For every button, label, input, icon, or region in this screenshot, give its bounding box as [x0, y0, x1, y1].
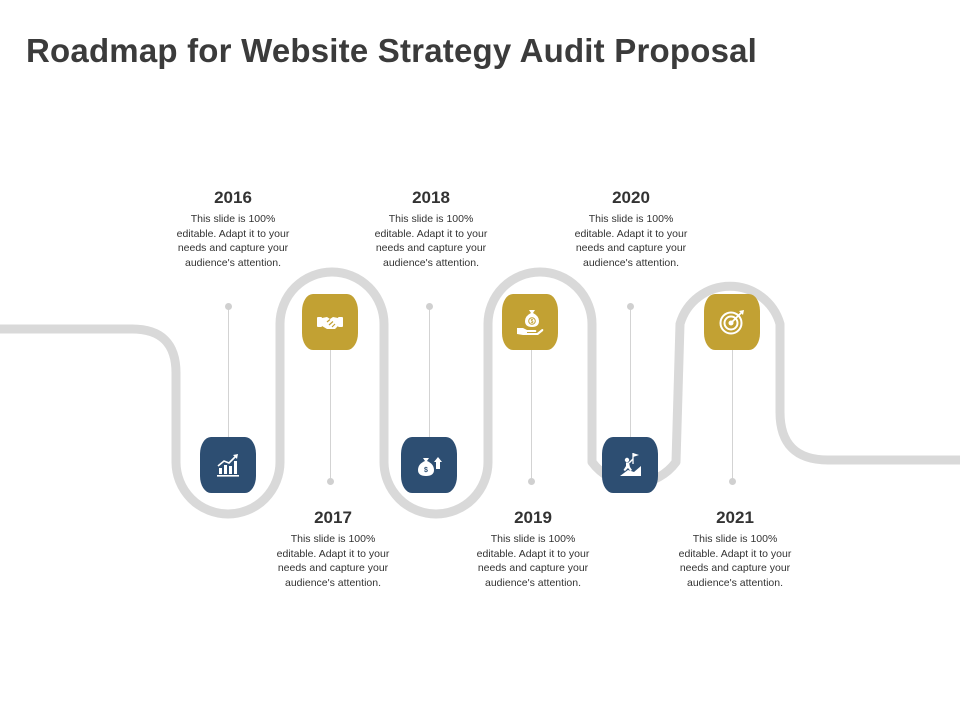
handshake-icon	[317, 317, 343, 329]
milestone-2020: 2020 This slide is 100% editable. Adapt …	[566, 188, 696, 270]
milestone-year: 2018	[412, 188, 450, 207]
milestone-2021: 2021 This slide is 100% editable. Adapt …	[670, 508, 800, 590]
connector-dot-2017	[327, 478, 334, 485]
slide-title: Roadmap for Website Strategy Audit Propo…	[26, 32, 758, 69]
milestone-description: This slide is 100% editable. Adapt it to…	[574, 213, 688, 269]
connector-dot-2019	[528, 478, 535, 485]
milestone-year: 2019	[514, 508, 552, 527]
milestone-year: 2021	[716, 508, 754, 527]
connector-dot-2018	[426, 303, 433, 310]
connector-stem-2018	[429, 307, 430, 437]
target-icon	[719, 310, 744, 335]
milestone-2017: 2017 This slide is 100% editable. Adapt …	[268, 508, 398, 590]
connector-dot-2021	[729, 478, 736, 485]
milestone-year: 2017	[314, 508, 352, 527]
connector-dot-2016	[225, 303, 232, 310]
svg-text:$: $	[424, 467, 428, 474]
milestone-description: This slide is 100% editable. Adapt it to…	[374, 213, 488, 269]
growth-chart-icon	[217, 454, 239, 477]
hand-coin-bag-icon: $	[517, 310, 544, 335]
milestone-year: 2020	[612, 188, 650, 207]
connector-stem-2021	[732, 350, 733, 481]
milestone-description: This slide is 100% editable. Adapt it to…	[476, 533, 590, 589]
milestone-description: This slide is 100% editable. Adapt it to…	[176, 213, 290, 269]
milestone-description: This slide is 100% editable. Adapt it to…	[276, 533, 390, 589]
connector-stem-2016	[228, 307, 229, 437]
milestone-tile-2021	[704, 294, 760, 350]
milestone-2016: 2016 This slide is 100% editable. Adapt …	[168, 188, 298, 270]
connector-dot-2020	[627, 303, 634, 310]
milestone-tile-2017	[302, 294, 358, 350]
milestone-tile-2020	[602, 437, 658, 493]
connector-stem-2020	[630, 307, 631, 437]
connector-stem-2017	[330, 350, 331, 481]
milestone-2019: 2019 This slide is 100% editable. Adapt …	[468, 508, 598, 590]
milestone-year: 2016	[214, 188, 252, 207]
milestone-tile-2018: $	[401, 437, 457, 493]
milestone-2018: 2018 This slide is 100% editable. Adapt …	[366, 188, 496, 270]
connector-stem-2019	[531, 350, 532, 481]
climber-flag-icon	[620, 453, 641, 476]
milestone-tile-2016	[200, 437, 256, 493]
milestone-tile-2019: $	[502, 294, 558, 350]
milestone-description: This slide is 100% editable. Adapt it to…	[678, 533, 792, 589]
svg-text:$: $	[531, 319, 534, 325]
money-bag-arrow-icon: $	[418, 457, 442, 476]
